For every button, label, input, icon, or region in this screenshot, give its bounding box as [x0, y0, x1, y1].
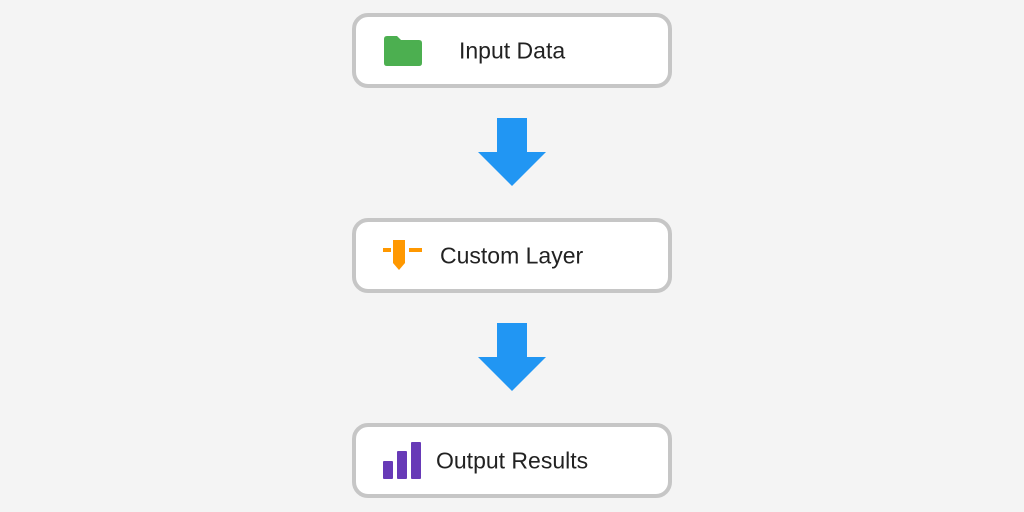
- custom-layer-label: Custom Layer: [440, 242, 584, 268]
- custom-layer-node: Custom Layer: [352, 218, 672, 293]
- custom-layer-icon: [383, 239, 422, 270]
- folder-icon: [384, 35, 422, 66]
- input-data-label: Input Data: [459, 37, 566, 63]
- down-arrow-icon: [478, 118, 546, 186]
- down-arrow-icon: [478, 323, 546, 391]
- output-results-node: Output Results: [352, 423, 672, 498]
- input-data-node: Input Data: [352, 13, 672, 88]
- bar-chart-icon: [383, 441, 421, 479]
- output-results-label: Output Results: [436, 447, 589, 473]
